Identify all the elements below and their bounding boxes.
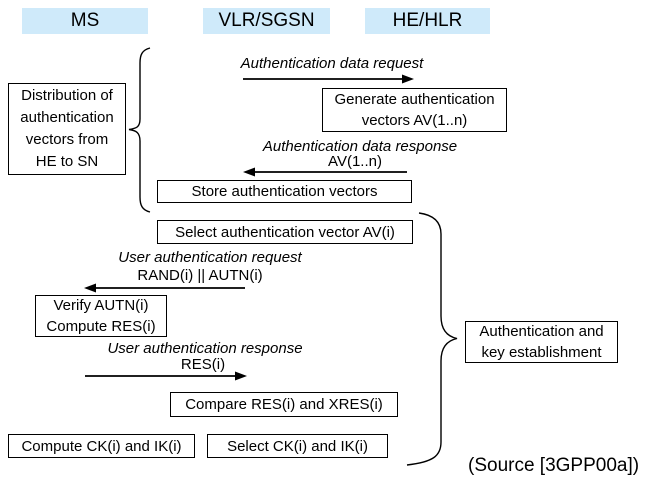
store-av-box: Store authentication vectors xyxy=(157,180,412,203)
user-auth-response-label: User authentication response xyxy=(107,340,303,357)
user-auth-request-param: RAND(i) || AUTN(i) xyxy=(137,267,263,284)
user-auth-request-arrow xyxy=(84,283,245,293)
distribution-brace-label-box: Distribution of authentication vectors f… xyxy=(8,83,126,175)
generate-av-box: Generate authentication vectors AV(1..n) xyxy=(322,88,507,132)
select-ck-ik-box: Select CK(i) and IK(i) xyxy=(207,434,388,458)
column-header-vlr-sgsn: VLR/SGSN xyxy=(203,8,330,34)
compute-ck-ik-box: Compute CK(i) and IK(i) xyxy=(8,434,195,458)
auth-data-request-label: Authentication data request xyxy=(240,55,424,72)
auth-data-response-label: Authentication data response xyxy=(262,138,458,155)
user-auth-response-param: RES(i) xyxy=(180,356,226,373)
column-header-ms: MS xyxy=(22,8,148,34)
auth-data-request-arrow xyxy=(243,74,414,84)
auth-key-establishment-box: Authentication and key establishment xyxy=(465,321,618,363)
verify-autn-box: Verify AUTN(i) Compute RES(i) xyxy=(35,295,167,337)
select-av-box: Select authentication vector AV(i) xyxy=(157,220,413,244)
auth-data-response-param: AV(1..n) xyxy=(328,153,382,170)
right-brace xyxy=(406,212,458,466)
source-citation: (Source [3GPP00a]) xyxy=(468,455,640,476)
user-auth-request-label: User authentication request xyxy=(118,249,302,266)
compare-res-box: Compare RES(i) and XRES(i) xyxy=(170,392,398,417)
column-header-he-hlr: HE/HLR xyxy=(365,8,490,34)
left-brace xyxy=(128,47,151,213)
